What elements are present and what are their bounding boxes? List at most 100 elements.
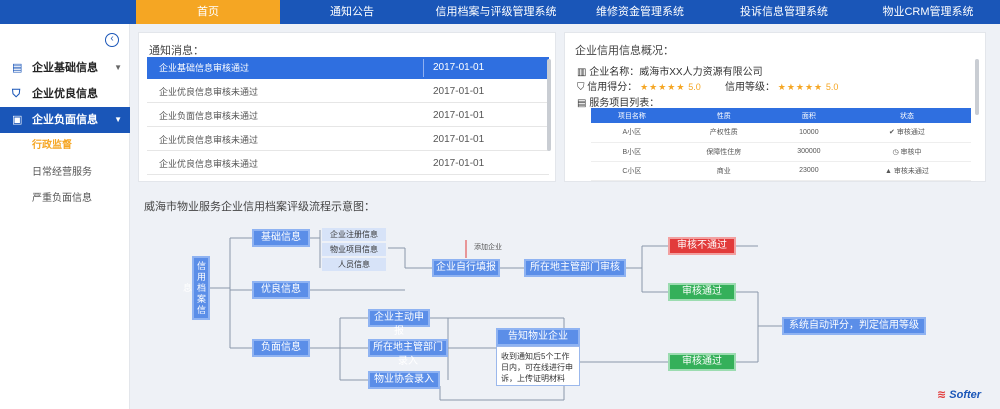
flow-association-entry: 物业协会录入 [368, 371, 440, 389]
flowchart: 信用档案信息 基础信息 优良信息 负面信息 企业注册信息 物业项目信息 人员信息… [130, 190, 1000, 409]
flow-credit-archive: 信用档案信息 [182, 256, 210, 320]
flow-label: 信用档案信息 [182, 260, 206, 316]
col-header: 面积 [774, 108, 843, 123]
cell: 保障性住房 [672, 142, 775, 162]
notice-text: 企业优良信息审核未通过 [159, 135, 259, 145]
flow-pass-1: 审核通过 [668, 283, 736, 301]
shield-icon: ⛉ [577, 82, 585, 93]
credit-panel: 企业信用信息概况： ▥ 企业名称：威海市XX人力资源有限公司 ⛉ 信用得分： ★… [564, 32, 986, 182]
status-text: 审核通过 [896, 129, 925, 137]
company-name: 威海市XX人力资源有限公司 [639, 67, 763, 78]
divider [423, 59, 424, 77]
sidebar-sub-daily[interactable]: 日常经营服务 [32, 167, 92, 178]
col-header: 状态 [842, 108, 971, 123]
flow-local-review: 所在地主管部门审核 [524, 259, 626, 277]
table-row[interactable]: B小区 保障性住房 300000 ◷ 审核中 [591, 142, 971, 162]
flow-label: 企业主动申报 [374, 312, 424, 337]
flow-label: 优良信息 [261, 284, 301, 295]
notice-row[interactable]: 企业优良信息审核未通过 2017-01-01 [147, 153, 549, 175]
notice-text: 企业优良信息审核未通过 [159, 87, 259, 97]
flow-sub-project: 物业项目信息 [322, 243, 386, 256]
notice-row[interactable]: 企业负面信息审核未通过 2017-01-01 [147, 105, 549, 127]
cell: 10000 [774, 123, 843, 143]
flow-label: 所在地主管部门录入 [373, 342, 443, 367]
sidebar-item-label: 企业负面信息 [32, 114, 98, 126]
notice-row[interactable]: 企业基础信息审核通过 2017-01-01 [147, 57, 549, 79]
status-text: 审核未通过 [893, 167, 929, 175]
level-label: 信用等级： [725, 82, 775, 93]
flow-fail: 审核不通过 [668, 237, 736, 255]
logo-mark-icon: ≋ [937, 389, 947, 401]
notice-scrollbar[interactable] [547, 59, 551, 151]
notice-title: 通知消息： [149, 45, 204, 57]
flow-system-score: 系统自动评分，判定信用等级 [782, 317, 926, 335]
nav-complaint[interactable]: 投诉信息管理系统 [740, 6, 828, 18]
col-header: 性质 [672, 108, 775, 123]
status-cell: ▲ 审核未通过 [842, 161, 971, 181]
flow-label: 企业自行填报 [436, 262, 496, 273]
notice-text: 企业优良信息审核未通过 [159, 159, 259, 169]
notice-date: 2017-01-01 [433, 62, 485, 73]
top-navbar: 首页 通知公告 信用档案与评级管理系统 维修资金管理系统 投诉信息管理系统 物业… [0, 0, 1000, 24]
status-text: 审核中 [900, 148, 922, 156]
notice-text: 企业基础信息审核通过 [159, 63, 250, 73]
list-icon: ▤ [577, 98, 587, 109]
notice-panel: 通知消息： 企业基础信息审核通过 2017-01-01 企业优良信息审核未通过 … [138, 32, 556, 182]
document-icon: ▤ [12, 62, 23, 74]
notice-row[interactable]: 企业优良信息审核未通过 2017-01-01 [147, 129, 549, 151]
sidebar-item-basic[interactable]: ▤ 企业基础信息 ▼ [0, 55, 130, 81]
caret-down-icon: ▼ [114, 115, 122, 124]
flow-add-label: 添加企业 [474, 244, 502, 251]
sidebar: ‹ ▤ 企业基础信息 ▼ ⛉ 企业优良信息 ▣ 企业负面信息 ▼ 行政监督 日常… [0, 24, 130, 409]
service-label: 服务项目列表： [589, 98, 660, 109]
collapse-chevron-left-icon[interactable]: ‹ [105, 33, 119, 47]
notice-text: 企业负面信息审核未通过 [159, 111, 259, 121]
flow-label: 告知物业企业 [508, 331, 568, 342]
notice-date: 2017-01-01 [433, 86, 485, 97]
cell: A小区 [591, 123, 673, 143]
flow-label: 物业协会录入 [374, 374, 434, 385]
flow-label: 企业注册信息 [330, 230, 378, 239]
flow-title: 威海市物业服务企业信用档案评级流程示意图： [144, 201, 375, 213]
flow-basic: 基础信息 [252, 229, 310, 247]
building-icon: ▥ [577, 67, 587, 78]
flow-label: 系统自动评分，判定信用等级 [789, 320, 919, 331]
notice-date: 2017-01-01 [433, 158, 485, 169]
flow-bad: 负面信息 [252, 339, 310, 357]
col-header: 项目名称 [591, 108, 673, 123]
flow-sub-staff: 人员信息 [322, 258, 386, 271]
nav-credit[interactable]: 信用档案与评级管理系统 [435, 6, 557, 18]
credit-title: 企业信用信息概况： [575, 45, 674, 57]
company-label: 企业名称： [589, 67, 640, 78]
notice-row[interactable]: 企业优良信息审核未通过 2017-01-01 [147, 81, 549, 103]
softer-logo: ≋ Softer [937, 388, 981, 401]
flow-label: 审核不通过 [677, 240, 727, 251]
flow-good: 优良信息 [252, 281, 310, 299]
table-row[interactable]: C小区 商业 23000 ▲ 审核未通过 [591, 161, 971, 181]
cell: C小区 [591, 161, 673, 181]
star-rating: ★★★★★ [640, 82, 686, 92]
caret-down-icon: ▼ [114, 63, 122, 72]
warning-icon: ▲ [885, 167, 892, 175]
nav-notice[interactable]: 通知公告 [330, 6, 374, 18]
company-line: ▥ 企业名称：威海市XX人力资源有限公司 [577, 63, 763, 78]
score-label: 信用得分： [587, 82, 638, 93]
flow-pass-2: 审核通过 [668, 353, 736, 371]
flow-notify-enterprise: 告知物业企业 [496, 328, 580, 346]
score-value: 5.0 [688, 82, 701, 92]
sidebar-sub-supervision[interactable]: 行政监督 [32, 140, 72, 151]
clock-icon: ◷ [892, 148, 899, 156]
sidebar-item-good[interactable]: ⛉ 企业优良信息 [0, 81, 130, 107]
flow-label: 基础信息 [261, 232, 301, 243]
table-row[interactable]: A小区 产权性质 10000 ✔ 审核通过 [591, 123, 971, 143]
level-line: 信用等级： ★★★★★ 5.0 [725, 78, 838, 93]
sidebar-item-bad[interactable]: ▣ 企业负面信息 ▼ [0, 107, 130, 133]
nav-home[interactable]: 首页 [136, 0, 280, 24]
credit-scrollbar[interactable] [975, 59, 979, 115]
nav-crm[interactable]: 物业CRM管理系统 [882, 6, 974, 18]
flow-active-report: 企业主动申报 [368, 309, 430, 337]
sidebar-sub-serious[interactable]: 严重负面信息 [32, 193, 92, 204]
flow-notify-text: 收到通知后5个工作日内，可在线进行申诉，上传证明材料 [496, 346, 580, 386]
score-line: ⛉ 信用得分： ★★★★★ 5.0 [577, 78, 701, 93]
nav-maintenance[interactable]: 维修资金管理系统 [596, 6, 684, 18]
